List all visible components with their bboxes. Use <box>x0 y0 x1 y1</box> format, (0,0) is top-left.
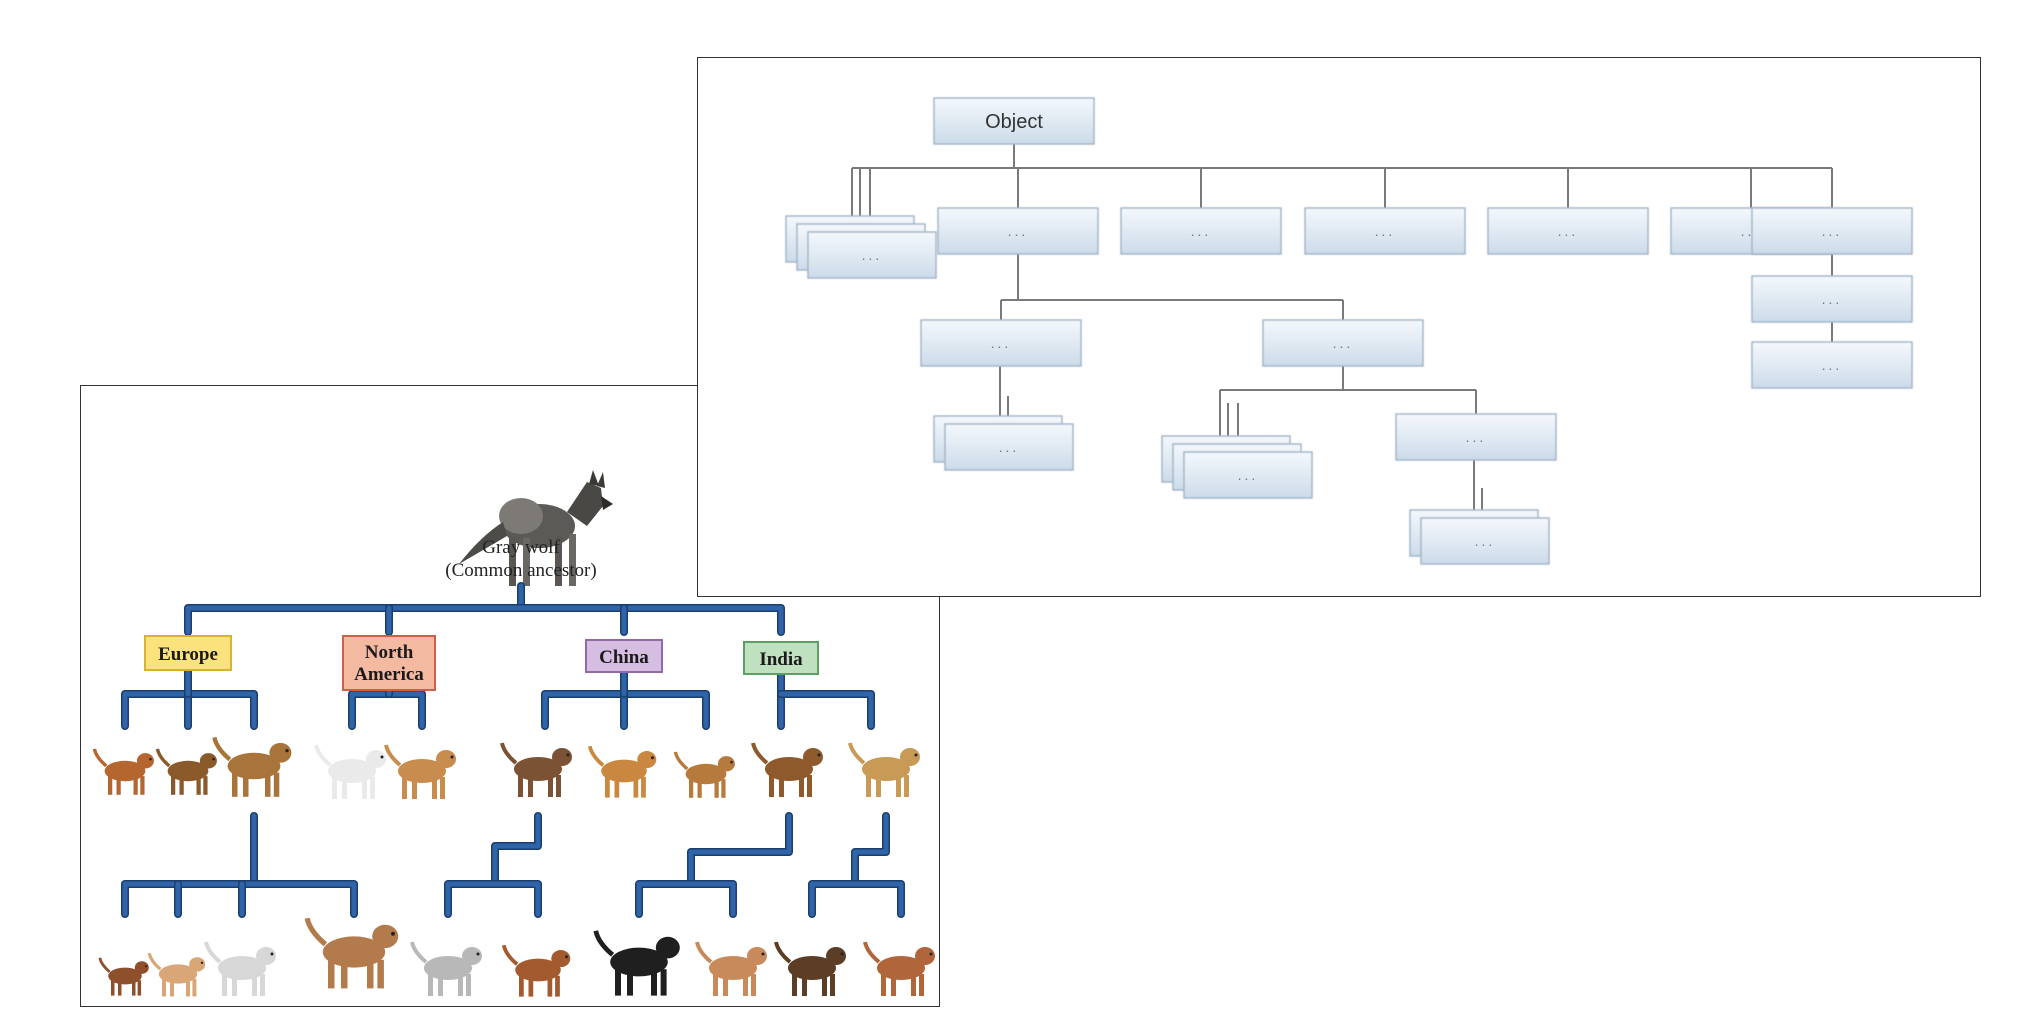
region-label-4: India <box>743 641 819 675</box>
dog-breed-illustration <box>593 930 680 996</box>
level2-box-1-label: ... <box>991 335 1012 351</box>
right-chain-box-2: ... <box>1751 341 1913 389</box>
object-root-box-label: Object <box>985 111 1043 133</box>
level1-box-3-label: ... <box>1375 223 1396 239</box>
stack-c-layer-3-label: ... <box>1238 467 1259 483</box>
level3-box-2-label: ... <box>1466 429 1487 445</box>
right-chain-box-2-label: ... <box>1822 357 1843 373</box>
dog-breed-illustration <box>695 941 767 996</box>
level1-box-3: ... <box>1304 207 1466 255</box>
region-label-4-line-1: India <box>759 649 803 670</box>
region-label-1-line-1: Europe <box>158 644 218 665</box>
level1-box-6: ... <box>1751 207 1913 255</box>
dog-breed-illustration <box>314 744 386 799</box>
dog-branch-lines <box>121 582 905 918</box>
dog-breed-illustration <box>587 745 657 798</box>
na-lower-stem <box>492 813 541 887</box>
india-lower-comb-bar <box>809 881 904 917</box>
level2-box-2: ... <box>1262 319 1424 367</box>
india-lower-stem <box>852 813 889 887</box>
region-label-1: Europe <box>144 635 232 671</box>
stack-a-layer-3-label: ... <box>862 247 883 263</box>
level3-box-2: ... <box>1395 413 1557 461</box>
dog-breed-illustration <box>304 917 399 989</box>
dog-breed-illustration <box>501 944 571 997</box>
region-label-2-line-2: America <box>354 664 424 685</box>
stack-b-layer-2: ... <box>944 423 1074 471</box>
level1-box-4: ... <box>1487 207 1649 255</box>
level1-box-2: ... <box>1120 207 1282 255</box>
level1-box-2-label: ... <box>1191 223 1212 239</box>
level2-box-1: ... <box>920 319 1082 367</box>
region-label-3-line-1: China <box>599 647 649 668</box>
north-america-comb-bar <box>349 691 425 729</box>
level2-box-2-label: ... <box>1333 335 1354 351</box>
stack-c-layer-3: ... <box>1183 451 1313 499</box>
dog-breed-illustration <box>92 748 154 795</box>
class-boxes: Object..................................… <box>785 97 1913 565</box>
stack-d-layer-2-label: ... <box>1475 533 1496 549</box>
region-label-2-line-1: North <box>365 642 414 663</box>
ancestor-note: (Common ancestor) <box>445 560 596 581</box>
right-chain-box-1-label: ... <box>1822 291 1843 307</box>
class-hierarchy-diagram: Object..................................… <box>697 57 1981 597</box>
dog-breed-illustration <box>500 742 572 797</box>
level1-box-4-label: ... <box>1558 223 1579 239</box>
dog-breed-illustration <box>410 941 482 996</box>
level1-box-1-label: ... <box>1008 223 1029 239</box>
dog-breed-illustration <box>212 736 292 797</box>
dog-breed-illustration <box>147 952 206 997</box>
class-hierarchy-canvas: Object..................................… <box>785 97 1913 565</box>
china-lower-comb-bar <box>636 881 736 917</box>
dog-breed-illustration <box>673 751 735 798</box>
stack-a-layer-3: ... <box>807 231 937 279</box>
dog-breed-illustration <box>863 941 935 996</box>
object-root-box: Object <box>933 97 1095 145</box>
right-chain-box-1: ... <box>1751 275 1913 323</box>
stack-d-layer-2: ... <box>1420 517 1550 565</box>
dog-breed-illustration <box>848 742 920 797</box>
top-bus-branch <box>185 605 784 635</box>
dog-breed-illustration <box>155 748 217 795</box>
gray-wolf-illustration <box>459 470 613 586</box>
region-label-3: China <box>585 639 663 673</box>
china-lower-stem <box>688 813 792 887</box>
india-bar <box>778 691 874 729</box>
dog-breed-illustration <box>98 957 149 996</box>
level1-box-6-label: ... <box>1822 223 1843 239</box>
ancestor-name: Gray wolf <box>482 537 560 558</box>
stack-b-layer-2-label: ... <box>999 439 1020 455</box>
dog-breed-illustration <box>774 941 846 996</box>
dog-breed-illustration <box>204 941 276 996</box>
dog-breed-illustration <box>751 742 823 797</box>
dog-ancestry-canvas: Gray wolf (Common ancestor) Europe NorthA… <box>92 470 935 997</box>
level1-box-1: ... <box>937 207 1099 255</box>
na-lower-comb-bar <box>445 881 541 917</box>
dog-breed-illustrations <box>92 736 935 997</box>
dog-breed-illustration <box>384 744 456 799</box>
